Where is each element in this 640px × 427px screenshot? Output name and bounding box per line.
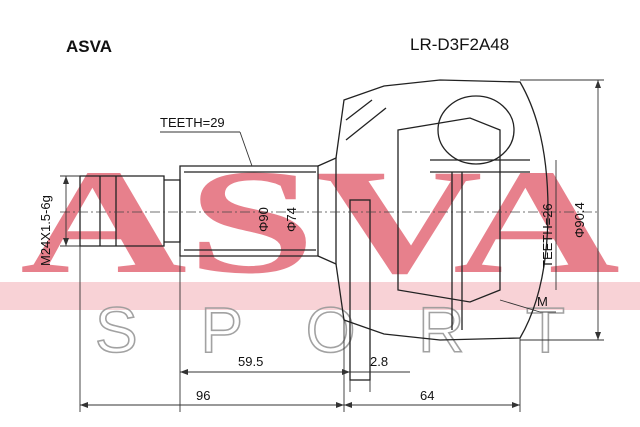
leader-teeth-29: [239, 131, 253, 167]
label-teeth-26: TEETH=26: [540, 203, 555, 268]
label-dia-90-4: Φ90.4: [572, 202, 587, 238]
inner-race: [397, 117, 501, 303]
arrowhead: [180, 369, 188, 375]
dimension-lines: [60, 79, 604, 412]
arrowhead: [344, 402, 352, 408]
brand-title: ASVA: [66, 37, 112, 56]
watermark-band: [0, 282, 640, 310]
label-64: 64: [420, 388, 434, 403]
arrowhead: [63, 176, 69, 184]
ball: [437, 95, 515, 165]
arrowhead: [63, 238, 69, 246]
label-dia-90: Φ90: [256, 207, 271, 232]
label-dia-74: Φ74: [284, 207, 299, 232]
arrowhead: [80, 402, 88, 408]
bell-housing: [335, 79, 549, 341]
shaft-neck: [317, 156, 337, 266]
part-number: LR-D3F2A48: [410, 35, 509, 54]
label-thread: M24X1.5-6g: [38, 195, 53, 266]
arrowhead: [595, 80, 601, 88]
spline-hatch: [345, 107, 387, 141]
label-marker-m: M: [537, 294, 548, 309]
spline-hatch: [345, 99, 373, 121]
abs-ring: [349, 199, 371, 381]
thread-end: [79, 175, 165, 247]
label-96: 96: [196, 388, 210, 403]
arrowhead: [595, 332, 601, 340]
label-2-8: 2.8: [370, 354, 388, 369]
arrowhead: [342, 369, 350, 375]
watermark-main: ASVA: [20, 139, 620, 305]
arrowhead: [512, 402, 520, 408]
part-outline: [79, 79, 549, 381]
arrowheads: [63, 80, 601, 408]
leader-m: [499, 299, 541, 313]
label-teeth-29: TEETH=29: [160, 115, 225, 130]
arrowhead: [336, 402, 344, 408]
label-59-5: 59.5: [238, 354, 263, 369]
